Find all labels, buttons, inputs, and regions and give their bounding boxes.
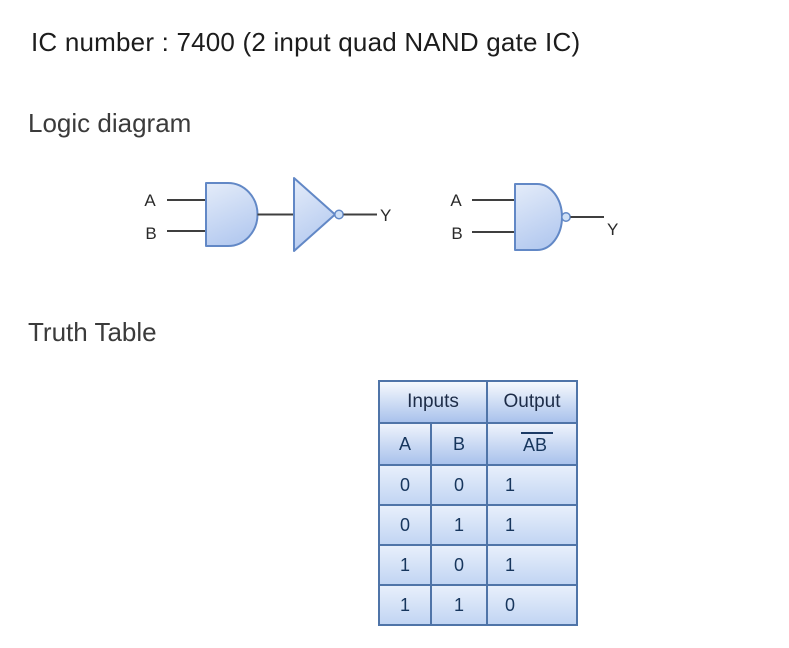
table-column-header-row: A B AB	[378, 422, 578, 466]
cell-a: 0	[378, 464, 432, 506]
truth-table-heading: Truth Table	[28, 317, 157, 347]
cell-a: 1	[378, 544, 432, 586]
not-gate-bubble	[334, 209, 344, 220]
gate1-output-y-label: Y	[380, 206, 391, 225]
page-title: IC number : 7400 (2 input quad NAND gate…	[31, 27, 581, 57]
column-header-b: B	[430, 422, 488, 466]
gate2-input-b-label: B	[451, 224, 462, 243]
overline-ab: AB	[520, 432, 553, 455]
and-not-circuit: A B Y	[144, 177, 391, 252]
not-gate-shape	[293, 177, 336, 252]
logic-diagram-heading: Logic diagram	[28, 108, 192, 138]
cell-b: 0	[430, 544, 488, 586]
cell-a: 0	[378, 504, 432, 546]
cell-output: 0	[486, 584, 578, 626]
truth-table: Inputs Output A B AB 0 0 1 0 1 1 1 0 1 1…	[378, 380, 578, 626]
output-group-header: Output	[486, 380, 578, 424]
cell-b: 0	[430, 464, 488, 506]
nand-gate-shape	[514, 183, 563, 251]
table-row: 0 1 1	[378, 504, 578, 546]
cell-output: 1	[486, 504, 578, 546]
cell-a: 1	[378, 584, 432, 626]
table-group-header-row: Inputs Output	[378, 380, 578, 424]
table-row: 1 0 1	[378, 544, 578, 586]
inputs-group-header: Inputs	[378, 380, 488, 424]
column-header-output-expression: AB	[486, 422, 578, 466]
gate2-output-y-label: Y	[607, 220, 618, 239]
cell-b: 1	[430, 504, 488, 546]
cell-output: 1	[486, 464, 578, 506]
nand-circuit: A B Y	[450, 183, 618, 251]
gate1-input-b-label: B	[145, 224, 156, 243]
nand-gate-bubble	[561, 212, 571, 222]
table-row: 0 0 1	[378, 464, 578, 506]
cell-output: 1	[486, 544, 578, 586]
table-row: 1 1 0	[378, 584, 578, 626]
gate1-input-a-label: A	[144, 191, 156, 210]
cell-b: 1	[430, 584, 488, 626]
column-header-a: A	[378, 422, 432, 466]
logic-diagram: A B Y A B Y	[144, 177, 618, 252]
gate2-input-a-label: A	[450, 191, 462, 210]
and-gate-shape	[205, 182, 259, 247]
